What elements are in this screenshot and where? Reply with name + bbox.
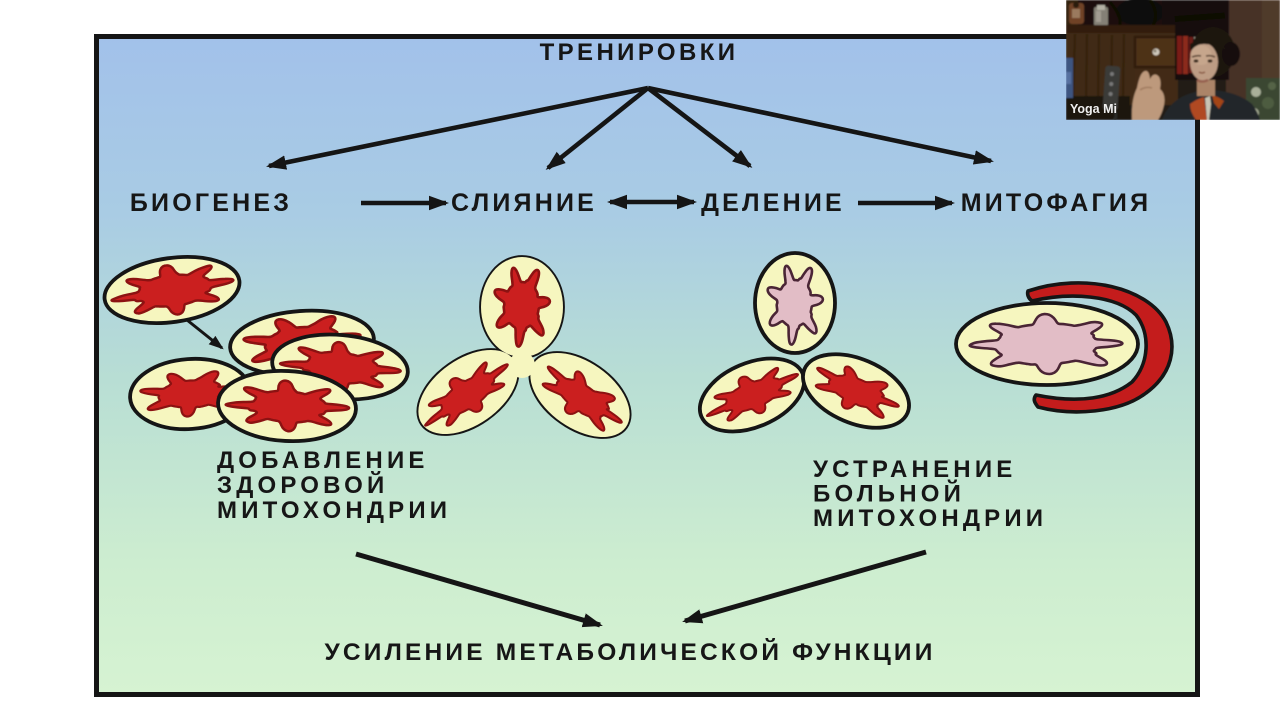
svg-text:ДОБАВЛЕНИЕ: ДОБАВЛЕНИЕ	[217, 447, 429, 474]
svg-text:МИТОХОНДРИИ: МИТОХОНДРИИ	[217, 497, 451, 524]
svg-text:Yoga Mi: Yoga Mi	[1070, 102, 1117, 116]
svg-text:МИТОХОНДРИИ: МИТОХОНДРИИ	[813, 505, 1047, 532]
svg-text:БИОГЕНЕЗ: БИОГЕНЕЗ	[130, 189, 292, 217]
svg-text:БОЛЬНОЙ: БОЛЬНОЙ	[813, 480, 965, 508]
svg-text:МИТОФАГИЯ: МИТОФАГИЯ	[961, 189, 1152, 217]
svg-text:УСИЛЕНИЕ МЕТАБОЛИЧЕСКОЙ ФУНКЦИ: УСИЛЕНИЕ МЕТАБОЛИЧЕСКОЙ ФУНКЦИИ	[324, 638, 935, 666]
svg-text:ДЕЛЕНИЕ: ДЕЛЕНИЕ	[701, 189, 845, 217]
svg-text:ЗДОРОВОЙ: ЗДОРОВОЙ	[217, 471, 388, 499]
svg-text:СЛИЯНИЕ: СЛИЯНИЕ	[451, 189, 597, 217]
svg-text:ТРЕНИРОВКИ: ТРЕНИРОВКИ	[540, 39, 739, 66]
svg-text:УСТРАНЕНИЕ: УСТРАНЕНИЕ	[813, 456, 1016, 483]
